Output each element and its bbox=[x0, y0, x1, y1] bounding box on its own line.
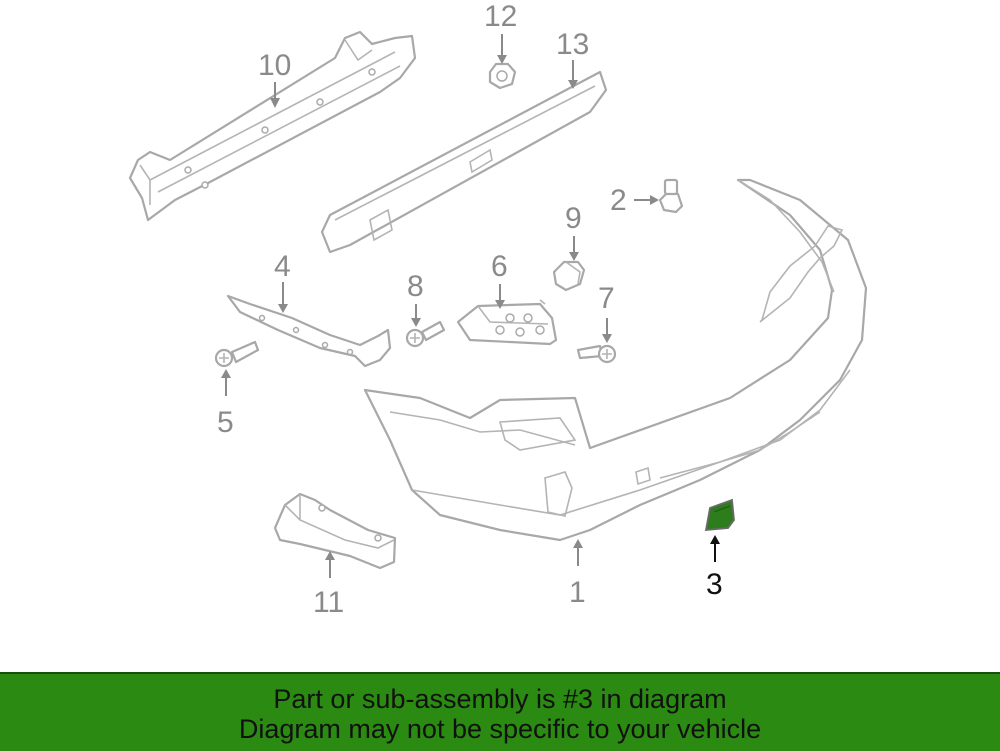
part-10-lower-bracket bbox=[273, 492, 397, 570]
callouts: 10 12 13 2 9 4 8 6 7 bbox=[217, 0, 723, 619]
callout-1: 1 bbox=[569, 576, 586, 609]
callout-9: 9 bbox=[565, 202, 582, 235]
banner-line-2: Diagram may not be specific to your vehi… bbox=[238, 714, 762, 744]
callout-8: 8 bbox=[407, 270, 424, 303]
part-7-screw bbox=[576, 344, 617, 364]
callout-2: 2 bbox=[610, 184, 627, 217]
part-3-highlighted-cover bbox=[704, 498, 735, 532]
part-2-clip bbox=[658, 178, 684, 214]
callout-4: 4 bbox=[274, 250, 291, 283]
callout-5: 5 bbox=[217, 406, 234, 439]
part-8-screw bbox=[405, 320, 446, 348]
callout-10: 11 bbox=[313, 586, 344, 619]
parts-diagram: 10 12 13 2 9 4 8 6 7 bbox=[128, 0, 868, 619]
part-13-energy-absorber bbox=[320, 70, 608, 254]
notice-banner: Part or sub-assembly is #3 in diagram Di… bbox=[0, 672, 1000, 751]
callout-13: 13 bbox=[556, 28, 589, 61]
part-6-reflector bbox=[456, 299, 558, 346]
part-4-bracket bbox=[226, 294, 392, 368]
callout-7: 7 bbox=[598, 282, 615, 315]
part-9-grommet bbox=[552, 260, 586, 292]
callout-6: 6 bbox=[491, 250, 508, 283]
part-1-bumper-cover bbox=[363, 178, 868, 542]
callout-3: 3 bbox=[706, 568, 723, 601]
part-5-screw bbox=[214, 340, 260, 368]
banner-line-1: Part or sub-assembly is #3 in diagram bbox=[273, 684, 727, 714]
callout-12: 12 bbox=[484, 0, 517, 33]
part-12-nut bbox=[488, 62, 517, 90]
callout-11: 10 bbox=[258, 49, 291, 82]
part-11-reinforcement-beam bbox=[128, 30, 417, 222]
